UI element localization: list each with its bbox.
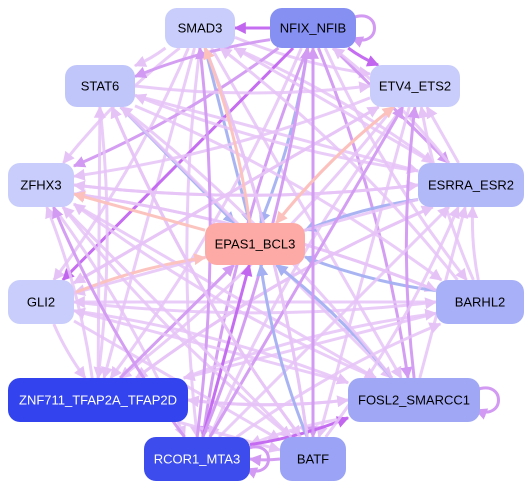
- node-barhl2[interactable]: BARHL2: [436, 280, 524, 324]
- edge-epas1_bcl3-to-smad3: [203, 46, 252, 224]
- edge-stat6-to-znf711: [93, 106, 109, 380]
- edge-esrra_esr2-to-etv4_ets2: [425, 105, 460, 164]
- node-label: BARHL2: [455, 295, 506, 310]
- node-label: GLI2: [27, 295, 55, 310]
- node-label: ETV4_ETS2: [379, 79, 451, 94]
- edge-fosl2-to-etv4_ets2: [404, 105, 420, 379]
- node-box: [270, 8, 356, 48]
- node-box: [144, 437, 250, 481]
- self-loop-rcor1: [244, 445, 270, 479]
- node-label: EPAS1_BCL3: [215, 237, 296, 252]
- edge-batf-to-rcor1: [248, 454, 281, 467]
- edge-rcor1-to-epas1_bcl3: [201, 263, 253, 438]
- edge-zfhx3-to-fosl2: [73, 202, 377, 380]
- node-box: [348, 378, 480, 422]
- edge-rcor1-to-barhl2: [235, 322, 442, 439]
- node-label: NFIX_NFIB: [280, 21, 346, 36]
- edge-esrra_esr2-to-stat6: [133, 93, 419, 173]
- edge-rcor1-to-etv4_ets2: [208, 105, 404, 438]
- edge-etv4_ets2-to-zfhx3: [72, 96, 371, 181]
- node-box: [8, 280, 74, 324]
- edge-rcor1-to-esrra_esr2: [217, 205, 451, 439]
- self-loop-fosl2: [474, 386, 500, 420]
- edge-batf-to-stat6: [110, 105, 302, 438]
- node-smad3[interactable]: SMAD3: [165, 8, 235, 48]
- node-box: [65, 65, 135, 107]
- node-batf[interactable]: BATF: [280, 437, 346, 481]
- edge-gli2-to-barhl2: [73, 297, 438, 315]
- node-label: RCOR1_MTA3: [154, 452, 240, 467]
- node-label: FOSL2_SMARCC1: [358, 393, 470, 408]
- node-etv4-ets2[interactable]: ETV4_ETS2: [370, 65, 460, 107]
- node-label: ZNF711_TFAP2A_TFAP2D: [19, 393, 177, 408]
- edge-nfix_nfib-to-etv4_ets2: [347, 46, 380, 67]
- edge-nfix_nfib-to-znf711: [109, 47, 303, 379]
- edge-znf711-to-batf: [177, 420, 282, 453]
- node-label: SMAD3: [178, 21, 223, 36]
- node-box: [280, 437, 346, 481]
- edge-stat6-to-etv4_ets2: [134, 81, 372, 95]
- node-box: [205, 223, 305, 265]
- node-znf711[interactable]: ZNF711_TFAP2A_TFAP2D: [8, 378, 188, 422]
- self-loop-nfix_nfib: [350, 14, 376, 48]
- edge-gli2-to-epas1_bcl3: [73, 253, 207, 295]
- node-epas1-bcl3[interactable]: EPAS1_BCL3: [205, 223, 305, 265]
- edge-smad3-to-rcor1: [185, 47, 202, 439]
- node-box: [370, 65, 460, 107]
- edge-fosl2-to-znf711: [186, 395, 349, 408]
- node-stat6[interactable]: STAT6: [65, 65, 135, 107]
- node-gli2[interactable]: GLI2: [8, 280, 74, 324]
- node-box: [8, 163, 74, 207]
- edge-smad3-to-epas1_bcl3: [203, 47, 253, 225]
- node-box: [436, 280, 524, 324]
- edge-fosl2-to-zfhx3: [73, 202, 377, 380]
- edge-gli2-to-znf711: [52, 323, 87, 379]
- node-label: STAT6: [81, 79, 120, 94]
- node-box: [418, 163, 524, 207]
- node-esrra-esr2[interactable]: ESRRA_ESR2: [418, 163, 524, 207]
- node-nfix-nfib[interactable]: NFIX_NFIB: [270, 8, 356, 48]
- node-label: ZFHX3: [20, 178, 61, 193]
- edge-stat6-to-esrra_esr2: [134, 93, 420, 174]
- node-box: [165, 8, 235, 48]
- edge-nfix_nfib-to-barhl2: [323, 47, 468, 281]
- node-rcor1[interactable]: RCOR1_MTA3: [144, 437, 250, 481]
- node-zfhx3[interactable]: ZFHX3: [8, 163, 74, 207]
- edge-epas1_bcl3-to-etv4_ets2: [275, 105, 395, 224]
- node-box: [8, 378, 188, 422]
- edge-barhl2-to-esrra_esr2: [466, 205, 480, 281]
- node-label: BATF: [297, 452, 329, 467]
- edge-epas1_bcl3-to-zfhx3: [72, 191, 206, 232]
- node-fosl2[interactable]: FOSL2_SMARCC1: [348, 378, 480, 422]
- edge-znf711-to-zfhx3: [45, 205, 94, 379]
- edge-batf-to-epas1_bcl3: [256, 263, 309, 438]
- edge-batf-to-esrra_esr2: [324, 205, 460, 438]
- edge-barhl2-to-smad3: [219, 46, 459, 281]
- edge-esrra_esr2-to-smad3: [233, 46, 434, 165]
- node-label: ESRRA_ESR2: [428, 178, 514, 193]
- edge-etv4_ets2-to-batf: [316, 106, 411, 439]
- edge-smad3-to-stat6: [133, 46, 167, 68]
- edge-batf-to-zfhx3: [61, 205, 293, 439]
